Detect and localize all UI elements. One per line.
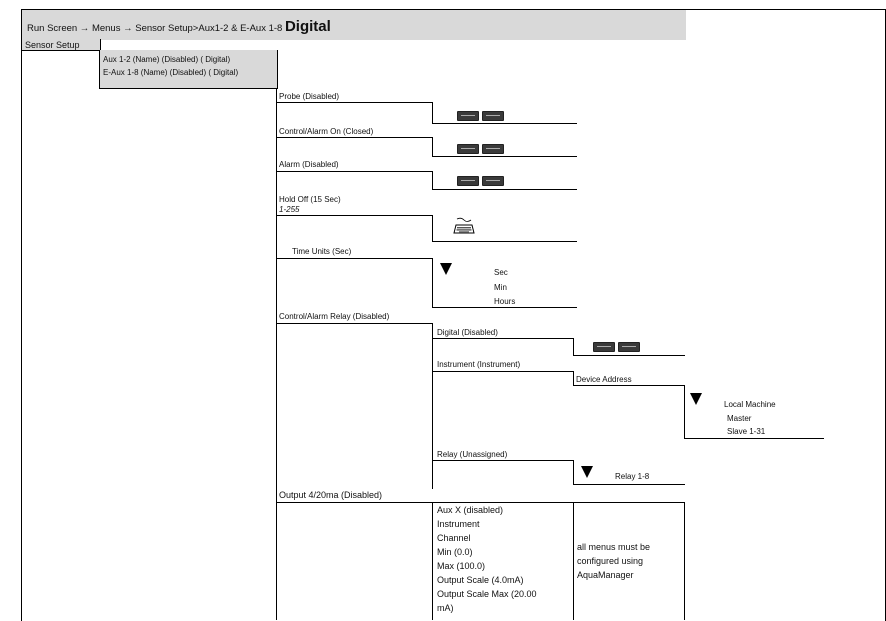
connector-line <box>276 502 433 503</box>
dropdown-triangle-icon[interactable] <box>440 263 452 275</box>
device-address-label[interactable]: Device Address <box>576 375 632 384</box>
aux-line-1: Aux 1-2 (Name) (Disabled) ( Digital) <box>103 55 231 64</box>
time-option-min[interactable]: Min <box>494 283 507 292</box>
relay-label[interactable]: Relay (Unassigned) <box>437 450 508 459</box>
control-alarm-relay-label[interactable]: Control/Alarm Relay (Disabled) <box>279 312 390 321</box>
connector-line <box>432 156 577 157</box>
output-item[interactable]: mA) <box>437 603 454 613</box>
connector-line <box>684 438 824 439</box>
connector-line <box>432 171 433 190</box>
connector-line <box>432 371 574 372</box>
time-units-label[interactable]: Time Units (Sec) <box>292 247 352 256</box>
connector-line <box>432 323 433 489</box>
note-line-3: AquaManager <box>577 570 634 580</box>
connector-line <box>432 123 577 124</box>
connector-line <box>432 258 433 308</box>
connector-line <box>276 215 433 216</box>
aux-menu-box[interactable]: Aux 1-2 (Name) (Disabled) ( Digital) E-A… <box>99 50 278 89</box>
connector-line <box>276 323 433 324</box>
connector-line <box>684 502 685 620</box>
connector-line <box>276 88 277 620</box>
connector-line <box>573 371 574 385</box>
relay-instrument-label[interactable]: Instrument (Instrument) <box>437 360 521 369</box>
output-item[interactable]: Output Scale Max (20.00 <box>437 589 537 599</box>
connector-line <box>432 338 574 339</box>
output-item[interactable]: Output Scale (4.0mA) <box>437 575 524 585</box>
relay-digital-label[interactable]: Digital (Disabled) <box>437 328 498 337</box>
connector-line <box>432 102 433 124</box>
connector-line <box>432 502 433 620</box>
keyboard-icon[interactable] <box>453 217 475 235</box>
output-item[interactable]: Channel <box>437 533 471 543</box>
hold-off-range: 1-255 <box>279 205 300 214</box>
connector-line <box>684 385 685 439</box>
output-item[interactable]: Min (0.0) <box>437 547 473 557</box>
probe-label[interactable]: Probe (Disabled) <box>279 92 340 101</box>
device-option-master[interactable]: Master <box>727 414 752 423</box>
relay-range[interactable]: Relay 1-8 <box>615 472 650 481</box>
dropdown-triangle-icon[interactable] <box>581 466 593 478</box>
connector-line <box>432 460 574 461</box>
connector-line <box>573 338 574 356</box>
alarm-label[interactable]: Alarm (Disabled) <box>279 160 339 169</box>
connector-line <box>432 215 433 242</box>
connector-line <box>276 171 433 172</box>
breadcrumb: Run Screen → Menus → Sensor Setup>Aux1-2… <box>27 18 331 35</box>
toggle-buttons-icon[interactable] <box>457 176 504 186</box>
connector-line <box>276 137 433 138</box>
connector-line <box>432 137 433 157</box>
toggle-buttons-icon[interactable] <box>457 111 504 121</box>
time-option-sec[interactable]: Sec <box>494 268 508 277</box>
connector-line <box>573 502 574 620</box>
connector-line <box>573 460 574 485</box>
connector-line <box>432 502 574 503</box>
connector-line <box>573 355 685 356</box>
sensor-setup-label: Sensor Setup <box>25 40 80 50</box>
device-option-slave[interactable]: Slave 1-31 <box>727 427 766 436</box>
breadcrumb-bold: Digital <box>284 18 331 35</box>
control-alarm-on-label[interactable]: Control/Alarm On (Closed) <box>279 127 374 136</box>
breadcrumb-bar <box>22 10 686 40</box>
toggle-buttons-icon[interactable] <box>457 144 504 154</box>
connector-line <box>432 307 577 308</box>
output-item[interactable]: Aux X (disabled) <box>437 505 504 515</box>
dropdown-triangle-icon[interactable] <box>690 393 702 405</box>
connector-line <box>432 189 577 190</box>
output-item[interactable]: Max (100.0) <box>437 561 486 571</box>
connector-line <box>573 484 685 485</box>
toggle-buttons-icon[interactable] <box>593 342 640 352</box>
connector-line <box>573 502 685 503</box>
output-label[interactable]: Output 4/20ma (Disabled) <box>279 490 383 500</box>
time-option-hours[interactable]: Hours <box>494 297 516 306</box>
aux-line-2: E-Aux 1-8 (Name) (Disabled) ( Digital) <box>103 68 239 77</box>
sensor-setup-tab[interactable]: Sensor Setup <box>21 39 101 51</box>
hold-off-label[interactable]: Hold Off (15 Sec) <box>279 195 341 204</box>
connector-line <box>276 258 433 259</box>
connector-line <box>432 241 577 242</box>
breadcrumb-path: Run Screen → Menus → Sensor Setup>Aux1-2… <box>27 23 285 34</box>
note-line-1: all menus must be <box>577 542 651 552</box>
note-line-2: configured using <box>577 556 644 566</box>
output-item[interactable]: Instrument <box>437 519 480 529</box>
connector-line <box>573 385 685 386</box>
device-option-local[interactable]: Local Machine <box>724 400 776 409</box>
connector-line <box>276 102 433 103</box>
